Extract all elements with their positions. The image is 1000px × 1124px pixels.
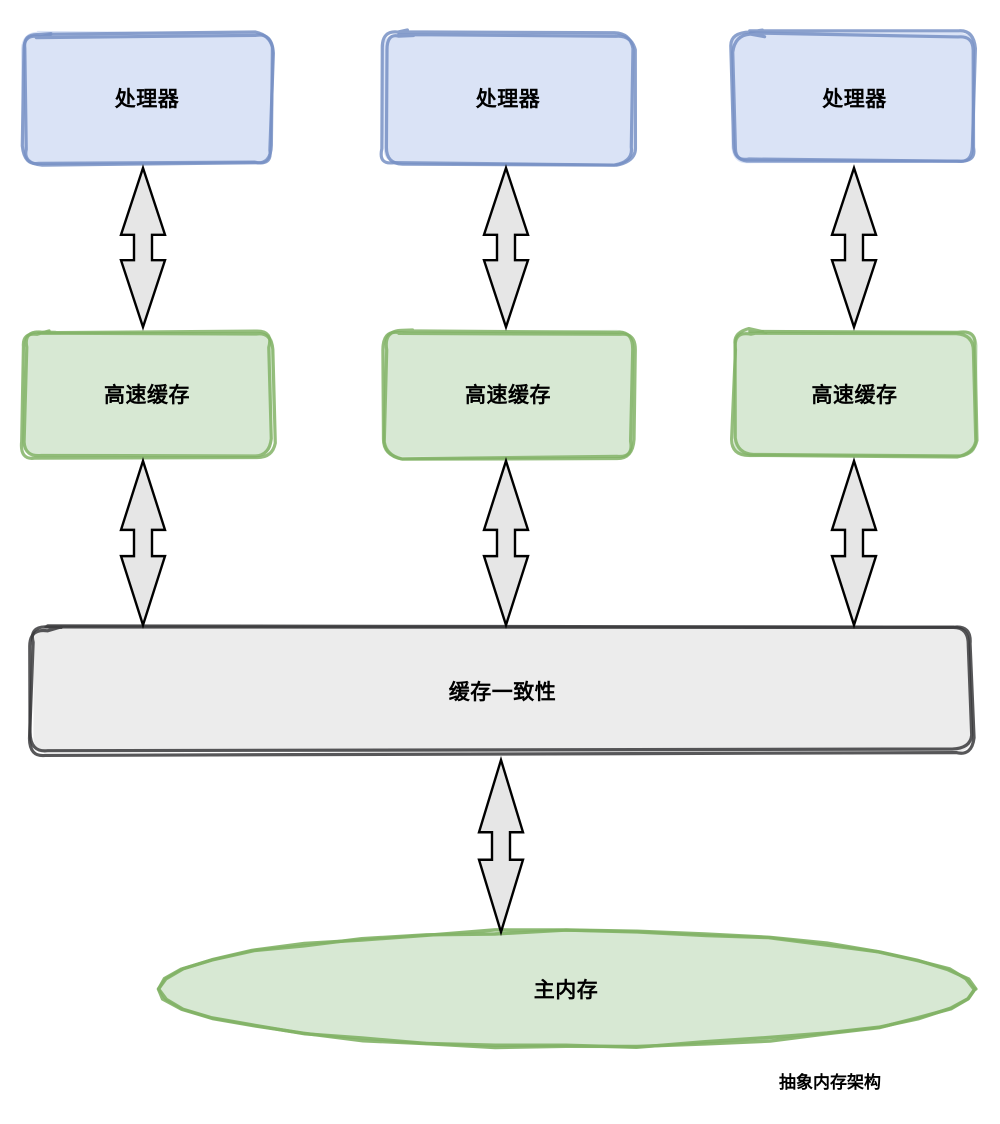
arrow-cache-2-coherence	[482, 457, 530, 629]
cache-1	[19, 329, 277, 460]
main-memory	[156, 928, 978, 1050]
processor-1	[20, 30, 275, 167]
arrow-processor-1-cache-1	[119, 164, 167, 331]
diagram-caption: 抽象内存架构	[779, 1073, 881, 1092]
cache-coherence-bar	[27, 624, 976, 758]
arrow-coherence-memory	[477, 755, 525, 937]
cache-2	[381, 328, 637, 461]
arrow-processor-2-cache-2	[482, 164, 530, 331]
processor-2	[379, 28, 638, 167]
arrow-cache-1-coherence	[119, 457, 167, 629]
processor-3	[729, 28, 978, 164]
arrow-cache-3-coherence	[830, 457, 878, 629]
arrow-processor-3-cache-3	[830, 164, 878, 331]
cache-3	[730, 326, 979, 459]
